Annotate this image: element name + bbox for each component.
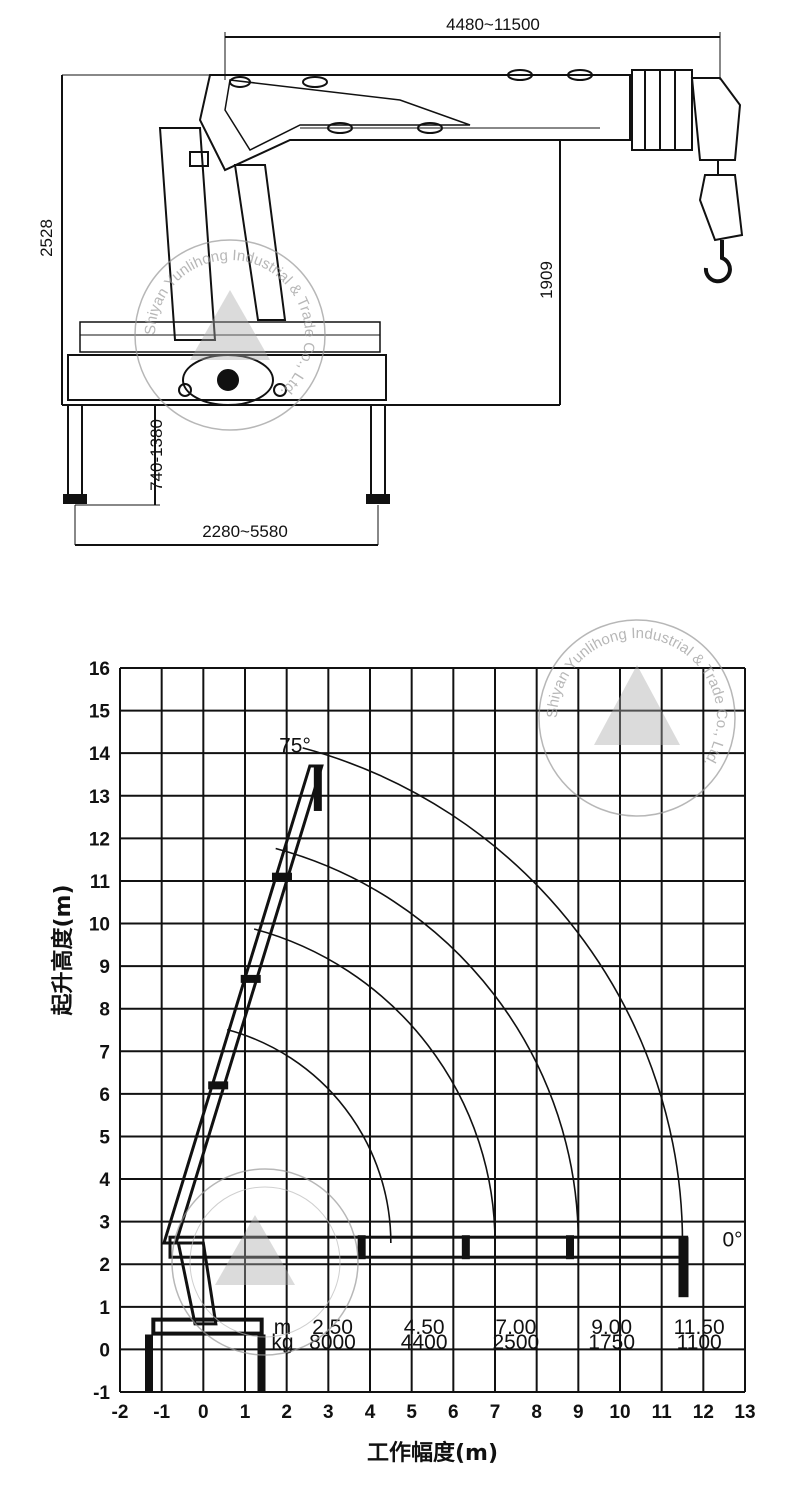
y-tick-label: 7: [99, 1042, 110, 1063]
y-tick-label: -1: [93, 1383, 110, 1404]
watermark-seal: [134, 239, 326, 431]
watermark: Shiyan Yunlihong Industrial & Trade Co.,…: [134, 239, 736, 1356]
load-value: 1100: [677, 1331, 722, 1354]
crane-column: [158, 127, 217, 341]
y-tick-label: 8: [99, 1000, 110, 1021]
radius-value: 11.50: [674, 1316, 725, 1339]
outrigger-leg: [257, 1334, 266, 1392]
load-value: 4400: [401, 1331, 448, 1354]
boom-head: [631, 69, 693, 151]
boom-section-joint: [240, 974, 261, 983]
x-tick-label: 6: [448, 1402, 459, 1423]
y-tick-label: 15: [89, 702, 111, 723]
x-tick-label: 2: [281, 1402, 292, 1423]
crane-side-view: [61, 32, 744, 546]
load-value: 2500: [492, 1331, 539, 1354]
working-range-arc: [253, 928, 496, 1243]
boom: [198, 74, 631, 172]
crane-column: [176, 1241, 218, 1326]
outrigger-span-label: 2280~5580: [202, 522, 288, 541]
right-outrigger-leg: [370, 404, 386, 496]
x-tick-label: 13: [734, 1402, 755, 1423]
y-tick-label: 14: [89, 744, 111, 765]
x-tick-label: 5: [406, 1402, 417, 1423]
x-tick-label: 10: [609, 1402, 630, 1423]
x-tick-label: 3: [323, 1402, 334, 1423]
x-tick-label: 9: [573, 1402, 584, 1423]
watermark-seal: [538, 619, 736, 817]
y-tick-label: 0: [99, 1340, 110, 1361]
angle-label-0: 0°: [722, 1229, 742, 1252]
y-tick-label: 2: [99, 1255, 110, 1276]
radius-value: 2.50: [312, 1316, 353, 1339]
load-value: 8000: [309, 1331, 356, 1354]
left-outrigger-leg: [67, 404, 83, 496]
radius-unit-label: m: [274, 1316, 292, 1339]
boom-section-joint: [566, 1235, 574, 1260]
x-tick-label: 1: [240, 1402, 251, 1423]
angle-label-75: 75°: [279, 735, 311, 758]
working-range-arc: [275, 847, 580, 1243]
y-tick-label: 16: [89, 659, 110, 680]
y-tick-label: 13: [89, 787, 110, 808]
x-tick-label: 0: [198, 1402, 209, 1423]
luffing-cylinder: [233, 164, 287, 321]
y-tick-label: 1: [99, 1298, 110, 1319]
boom-section-joint: [357, 1235, 366, 1260]
x-tick-label: 8: [531, 1402, 542, 1423]
y-axis-label: 起升高度(m): [50, 884, 76, 1016]
dimension-labels: 4480~11500 2528 1909 740-1380 2280~5580: [37, 15, 556, 541]
working-range-arc: [302, 747, 684, 1243]
radius-value: 4.50: [404, 1316, 445, 1339]
watermark-logo-icon: [594, 665, 680, 745]
watermark-seal: [189, 1186, 341, 1338]
y-tick-label: 9: [99, 957, 110, 978]
reach-label: 4480~11500: [446, 15, 540, 34]
y-tick-label: 4: [99, 1170, 110, 1191]
radius-value: 7.00: [495, 1316, 536, 1339]
working-range-arc: [226, 1028, 392, 1243]
x-tick-label: 11: [652, 1402, 673, 1423]
load-unit-label: kg: [271, 1331, 293, 1354]
overall-height-label: 2528: [37, 219, 56, 257]
outrigger-stroke-label: 740-1380: [147, 419, 166, 491]
watermark-logo-icon: [215, 1215, 295, 1285]
y-tick-label: 5: [99, 1127, 110, 1148]
crane-base: [151, 1317, 264, 1336]
radius-value: 9.00: [591, 1316, 632, 1339]
x-tick-label: 4: [365, 1402, 376, 1423]
boom-height-label: 1909: [537, 261, 556, 299]
x-tick-label: 7: [490, 1402, 501, 1423]
y-tick-label: 10: [89, 915, 110, 936]
x-axis-label: 工作幅度(m): [367, 1440, 498, 1466]
x-tick-label: 12: [693, 1402, 714, 1423]
hook: [703, 240, 732, 284]
y-tick-label: 11: [90, 872, 111, 893]
watermark-seal: [171, 1168, 359, 1356]
boom-section-joint: [461, 1235, 470, 1260]
x-tick-label: -2: [112, 1402, 129, 1423]
y-tick-label: 6: [99, 1085, 110, 1106]
hook-block: [698, 174, 744, 242]
y-tick-label: 3: [99, 1213, 110, 1234]
hook-0-degree: [678, 1237, 689, 1298]
hook-75-degree: [313, 765, 322, 811]
y-tick-label: 12: [89, 829, 110, 850]
boom-section-joint: [271, 872, 292, 881]
load-value: 1750: [588, 1331, 635, 1354]
x-tick-label: -1: [153, 1402, 170, 1423]
watermark-logo-icon: [190, 290, 270, 360]
outrigger-leg: [145, 1334, 153, 1392]
boom-section-joint: [208, 1081, 229, 1090]
